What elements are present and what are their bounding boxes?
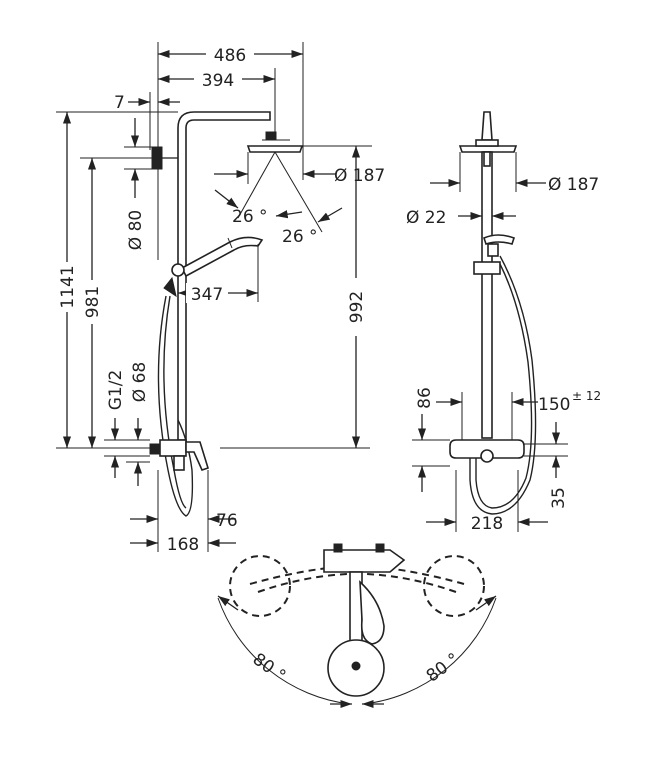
dim-head-reach: 394 (202, 71, 234, 91)
shower-hose (157, 295, 194, 517)
top-view: 80 ° 80 ° (217, 543, 497, 709)
dim-width-overall: 486 (214, 46, 246, 66)
dim-head-tilt-left: 26 ° (232, 207, 268, 227)
slider-front (473, 261, 501, 275)
dim-wall-offset: 7 (114, 93, 125, 113)
dim-bracket-diameter: Ø 80 (126, 210, 146, 250)
mixer-top (323, 549, 406, 573)
front-view: Ø 187 Ø 22 86 150 ± 12 35 218 (406, 111, 601, 534)
dim-swivel-left: 80 ° (249, 649, 290, 686)
dim-centre-distance: 150 (538, 395, 570, 415)
riser-pipe (177, 111, 271, 441)
side-view: 486 394 7 1141 981 Ø 80 Ø 187 (56, 42, 385, 555)
dim-lower-height: 35 (549, 487, 569, 509)
dim-mixer-depth: 76 (216, 511, 238, 531)
thermostat-mixer-front (449, 439, 525, 459)
riser-pipe-front (481, 151, 493, 439)
mixer-lever (185, 441, 209, 471)
swivel-position-left (229, 555, 291, 617)
dim-head-height: 992 (347, 291, 367, 323)
dim-mixer-projection: 168 (167, 535, 199, 555)
dim-connection-diameter: Ø 68 (130, 362, 150, 402)
hand-shower-front (483, 234, 516, 246)
dim-pipe-diameter: Ø 22 (406, 208, 446, 228)
dim-bracket-height: 981 (83, 286, 103, 318)
swivel-position-right (423, 555, 485, 617)
dim-connection-thread: G1/2 (106, 370, 126, 411)
dim-head-tilt-right: 26 ° (282, 227, 318, 247)
slider (171, 263, 185, 277)
wall-bracket (151, 146, 163, 170)
dim-head-diameter-front: Ø 187 (548, 175, 599, 195)
dim-mixer-height: 86 (415, 387, 435, 409)
dim-total-height: 1141 (58, 265, 78, 308)
hand-shower (180, 236, 264, 278)
dim-head-diameter-side: Ø 187 (334, 166, 385, 186)
dim-mixer-width: 218 (471, 514, 503, 534)
thermostat-mixer (159, 439, 187, 457)
dim-hand-shower-reach: 347 (191, 285, 223, 305)
overhead-shower-front (458, 145, 518, 153)
head-connector (265, 131, 277, 141)
overhead-shower (246, 145, 304, 153)
dim-centre-tolerance: ± 12 (572, 389, 601, 403)
